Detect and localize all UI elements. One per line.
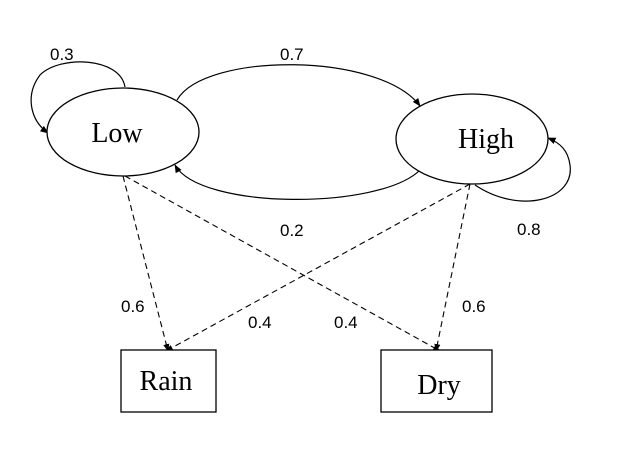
- observation-dry-label: Dry: [417, 370, 461, 401]
- label-high-to-low: 0.2: [280, 221, 304, 240]
- edge-low-to-dry: [124, 175, 441, 352]
- edge-high-to-rain: [165, 183, 471, 352]
- label-low-to-low: 0.3: [50, 45, 74, 64]
- label-low-to-dry: 0.4: [334, 313, 358, 332]
- state-high: High: [395, 93, 549, 185]
- label-high-to-dry: 0.6: [462, 297, 486, 316]
- state-low-label: Low: [91, 118, 143, 149]
- observation-rain-label: Rain: [140, 366, 193, 397]
- edge-low-to-low: [30, 61, 126, 134]
- edge-low-to-high: [176, 64, 421, 107]
- label-low-to-high: 0.7: [280, 45, 304, 64]
- observation-rain: Rain: [120, 349, 217, 413]
- edge-low-to-rain: [122, 175, 170, 352]
- label-low-to-rain: 0.6: [121, 297, 145, 316]
- label-high-to-high: 0.8: [517, 220, 541, 239]
- observation-dry: Dry: [380, 349, 493, 413]
- edge-high-to-high: [474, 137, 571, 202]
- edge-high-to-low: [174, 164, 421, 200]
- label-high-to-rain: 0.4: [248, 313, 272, 332]
- edge-high-to-dry: [434, 183, 471, 352]
- state-high-label: High: [458, 124, 514, 155]
- state-low: Low: [46, 87, 200, 177]
